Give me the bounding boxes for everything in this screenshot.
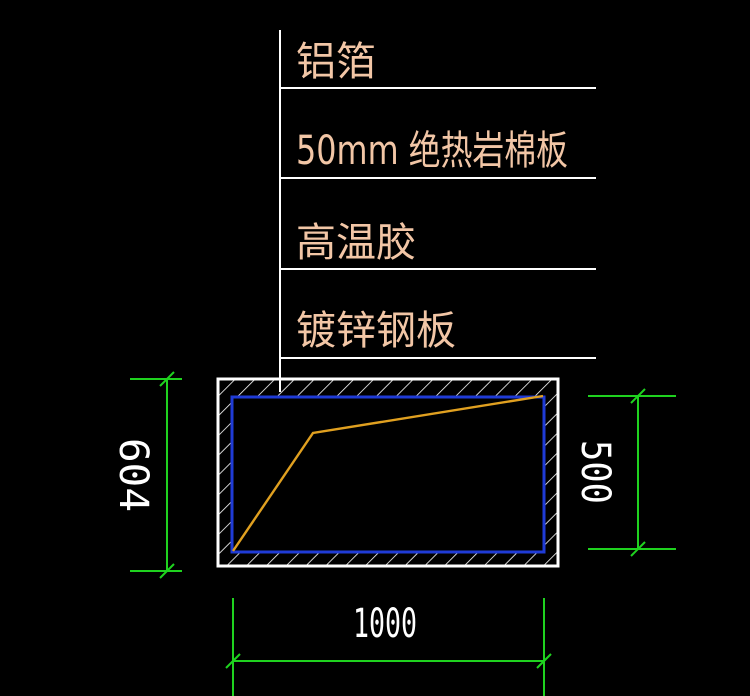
dimension-height: 604 [110, 371, 182, 579]
dimension-label-width: 1000 [353, 601, 417, 647]
dim-tick [159, 371, 175, 387]
dimension-label-height: 604 [110, 438, 156, 512]
dimension-label-inner-height: 500 [572, 440, 618, 504]
duct-section [216, 377, 560, 568]
layer-callout: 铝箔 50mm 绝热岩棉板 高温胶 镀锌钢板 [279, 30, 596, 392]
layer-label-galvanized-steel: 镀锌钢板 [296, 308, 456, 354]
layer-label-high-temp-glue: 高温胶 [296, 220, 416, 266]
dim-tick [536, 653, 552, 669]
duct-outer-outline [216, 377, 560, 568]
dim-tick [630, 541, 646, 557]
layer-label-rock-wool-board: 50mm 绝热岩棉板 [296, 128, 568, 174]
dim-tick [159, 563, 175, 579]
dimension-inner-height: 500 [572, 388, 676, 557]
dim-tick [630, 388, 646, 404]
dimension-width: 1000 [225, 598, 552, 696]
dim-tick [225, 653, 241, 669]
fold-line [232, 394, 544, 552]
layer-label-aluminum-foil: 铝箔 [296, 39, 376, 85]
